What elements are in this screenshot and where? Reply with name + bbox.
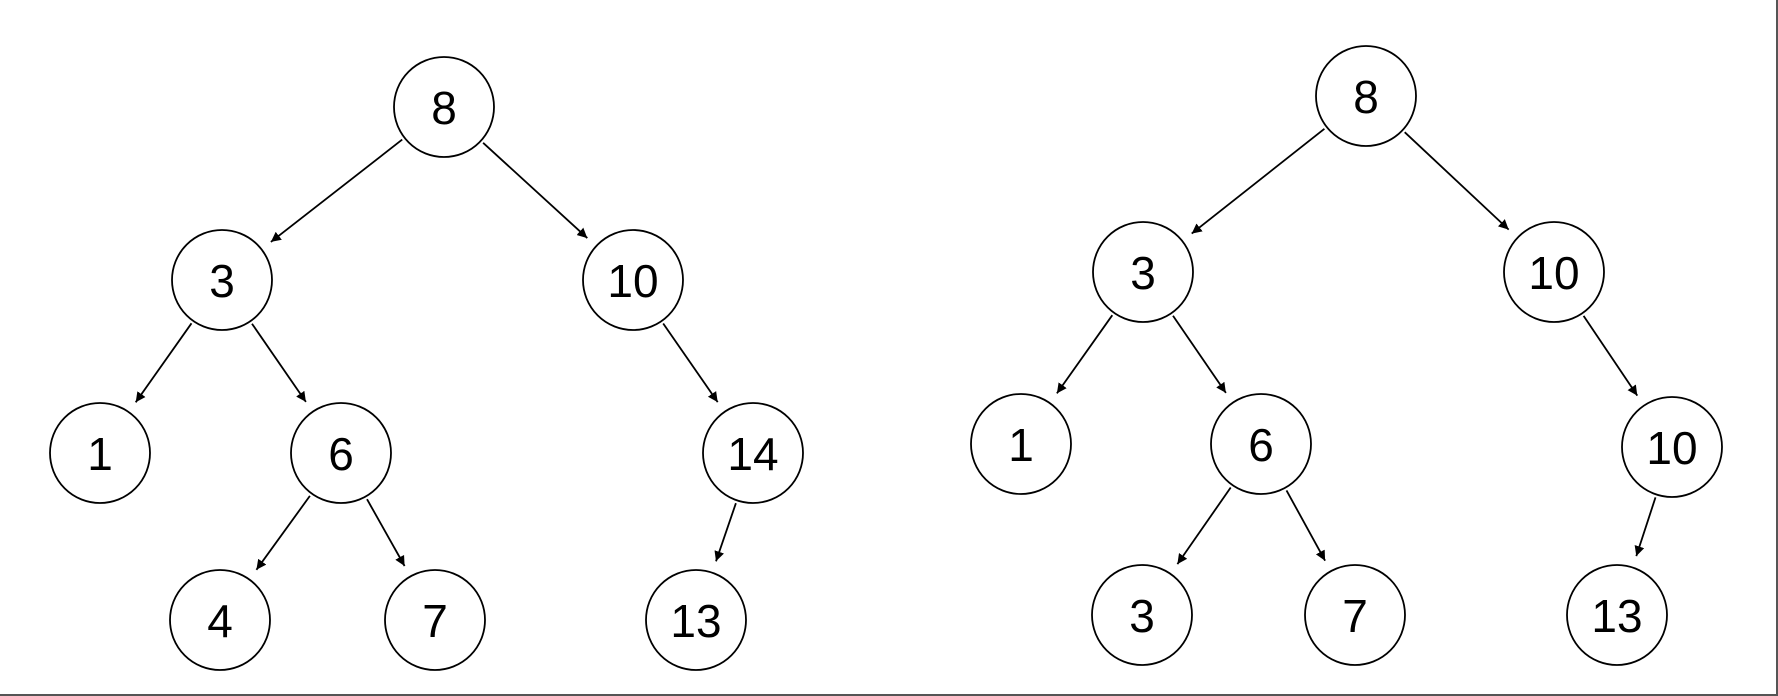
node-label: 1 [87,428,113,480]
tree-node-left-f: 14 [702,402,804,504]
tree-node-left-a: 8 [393,56,495,158]
node-circle [582,229,684,331]
edge-arrow-right-f-i [1634,497,1657,557]
node-circle [1304,564,1406,666]
edge-arrow-left-f-i [714,502,737,562]
edge-arrow-right-a-c [1404,131,1510,231]
node-circle [49,402,151,504]
node-label: 10 [1646,422,1697,474]
tree-node-right-b: 3 [1092,221,1194,323]
edge-arrow-left-a-b [270,138,403,243]
node-circle [1091,564,1193,666]
tree-node-left-c: 10 [582,229,684,331]
node-label: 1 [1008,419,1034,471]
node-label: 10 [1528,247,1579,299]
node-label: 7 [422,595,448,647]
edge-arrow-right-a-b [1191,128,1325,235]
edge-arrow-left-a-c [482,142,588,239]
node-circle [702,402,804,504]
tree-node-left-e: 6 [290,402,392,504]
edge-arrow-left-c-f [662,322,719,403]
tree-node-left-i: 13 [645,569,747,671]
tree-node-right-c: 10 [1503,221,1605,323]
edge-arrow-right-e-h [1285,489,1326,562]
node-circle [1503,221,1605,323]
tree-node-left-g: 4 [169,569,271,671]
node-label: 4 [207,595,233,647]
node-label: 13 [670,595,721,647]
edge-arrow-left-b-d [134,322,193,403]
node-circle [384,569,486,671]
node-circle [171,229,273,331]
node-circle [169,569,271,671]
node-circle [1210,393,1312,495]
tree-node-right-d: 1 [970,393,1072,495]
edge-arrow-left-e-g [255,495,311,571]
node-label: 6 [1248,419,1274,471]
edge-arrow-right-c-f [1582,315,1639,397]
node-label: 6 [328,428,354,480]
edge-arrow-left-e-h [366,498,406,567]
node-label: 3 [209,255,235,307]
node-label: 7 [1342,590,1368,642]
edges-layer [134,128,1657,571]
node-circle [1566,564,1668,666]
node-circle [970,393,1072,495]
node-circle [393,56,495,158]
node-circle [645,569,747,671]
node-label: 3 [1130,247,1156,299]
tree-node-left-h: 7 [384,569,486,671]
tree-node-right-i: 13 [1566,564,1668,666]
node-label: 8 [431,82,457,134]
node-label: 10 [607,255,658,307]
nodes-layer: 8 3 10 1 6 14 4 7 13 8 3 10 1 6 10 3 7 13 [49,45,1723,671]
tree-node-right-f: 10 [1621,396,1723,498]
tree-node-right-g: 3 [1091,564,1193,666]
tree-node-left-d: 1 [49,402,151,504]
node-circle [1621,396,1723,498]
node-label: 3 [1129,590,1155,642]
tree-node-left-b: 3 [171,229,273,331]
node-label: 14 [727,428,778,480]
node-label: 13 [1591,590,1642,642]
tree-node-right-h: 7 [1304,564,1406,666]
node-circle [1092,221,1194,323]
node-label: 8 [1353,71,1379,123]
edge-arrow-right-b-e [1172,315,1227,394]
tree-node-right-e: 6 [1210,393,1312,495]
tree-node-right-a: 8 [1315,45,1417,147]
node-circle [290,402,392,504]
node-circle [1315,45,1417,147]
edge-arrow-right-e-g [1176,486,1232,565]
edge-arrow-right-b-d [1056,314,1114,394]
edge-arrow-left-b-e [251,323,307,403]
